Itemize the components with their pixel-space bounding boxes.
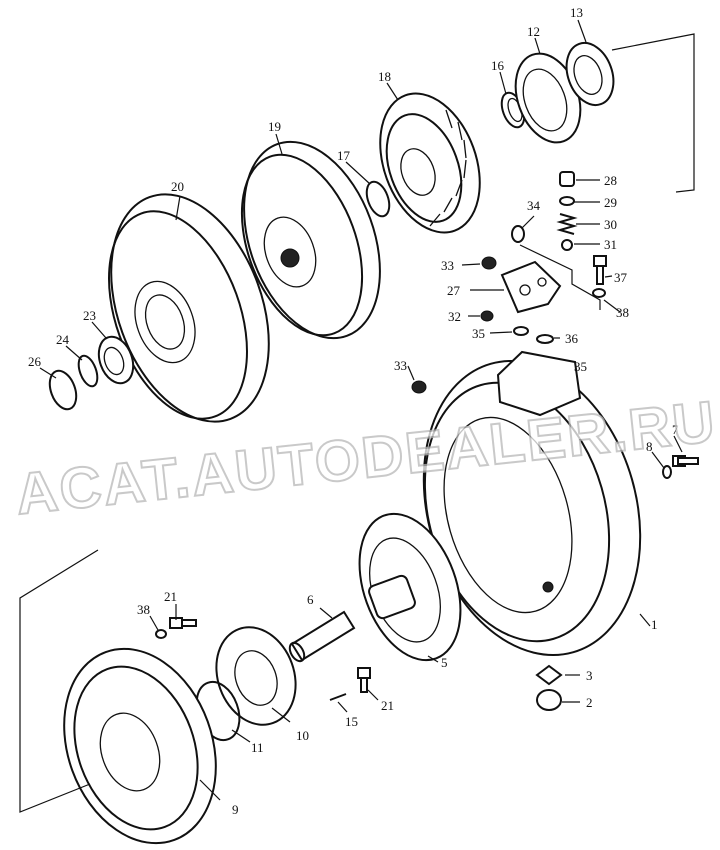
callout-2: 2: [586, 695, 593, 710]
callout-38: 38: [616, 305, 629, 320]
callout-23: 23: [83, 308, 96, 323]
callout-28: 28: [604, 173, 617, 188]
callout-17: 17: [337, 148, 351, 163]
part-26-ring[interactable]: [45, 367, 81, 413]
part-27-valve-body[interactable]: [500, 260, 562, 314]
part-28-plug[interactable]: [559, 171, 575, 187]
assembly-bracket-top: [611, 33, 695, 193]
part-23-bearing[interactable]: [93, 332, 139, 388]
callout-8: 8: [646, 439, 653, 454]
callout-35-lower: 35: [574, 359, 587, 374]
callout-6: 6: [307, 592, 314, 607]
part-20-disc[interactable]: [82, 172, 298, 443]
part-5-stator[interactable]: [341, 500, 479, 674]
callout-29: 29: [604, 195, 617, 210]
callout-31: 31: [604, 237, 617, 252]
callout-33-lower: 33: [394, 358, 407, 373]
callout-21-lower: 21: [381, 698, 394, 713]
part-6-sleeve[interactable]: [287, 610, 356, 664]
part-1-housing[interactable]: [391, 335, 674, 681]
callout-36: 36: [565, 331, 579, 346]
part-2-drain-plug[interactable]: [536, 689, 562, 711]
part-8-washer[interactable]: [662, 465, 672, 479]
callout-10: 10: [296, 728, 309, 743]
callout-3: 3: [586, 668, 593, 683]
part-10-flange[interactable]: [203, 616, 309, 736]
callout-24: 24: [56, 332, 70, 347]
callout-9: 9: [232, 802, 239, 817]
part-21-bolt-lower[interactable]: [357, 667, 371, 693]
part-19-turbine[interactable]: [219, 123, 405, 357]
part-21-bolt[interactable]: [169, 617, 197, 629]
callout-12: 12: [527, 24, 540, 39]
callout-11: 11: [251, 740, 264, 755]
callout-1: 1: [651, 617, 658, 632]
callout-35: 35: [472, 326, 485, 341]
part-38-washer[interactable]: [592, 288, 606, 298]
part-15-pin[interactable]: [329, 693, 347, 701]
part-36-oring[interactable]: [536, 334, 554, 344]
part-9-pump-wheel[interactable]: [38, 627, 242, 850]
callout-30: 30: [604, 217, 617, 232]
part-33-plug[interactable]: [481, 256, 497, 270]
part-3-washer[interactable]: [535, 664, 563, 686]
callout-20: 20: [171, 179, 184, 194]
part-37-bolt[interactable]: [593, 255, 607, 285]
part-30-spring[interactable]: [556, 213, 578, 235]
callout-32: 32: [448, 309, 461, 324]
part-7-bolt[interactable]: [672, 455, 699, 467]
callout-38-lower: 38: [137, 602, 150, 617]
part-35-oring[interactable]: [513, 326, 529, 336]
leader-lines: [39, 19, 683, 801]
callout-26: 26: [28, 354, 42, 369]
callout-34: 34: [527, 198, 541, 213]
callout-18: 18: [378, 69, 391, 84]
assembly-bracket-left: [19, 549, 99, 813]
part-18-impeller[interactable]: [362, 80, 498, 247]
part-24-ring[interactable]: [75, 353, 101, 389]
part-17-ring[interactable]: [362, 179, 393, 220]
part-33-plug-lower[interactable]: [411, 380, 427, 394]
callout-15: 15: [345, 714, 358, 729]
callout-19: 19: [268, 119, 281, 134]
callout-7: 7: [672, 422, 679, 437]
part-13-seal[interactable]: [558, 36, 621, 111]
part-32-nut[interactable]: [480, 310, 494, 322]
callout-21: 21: [164, 589, 177, 604]
callout-5: 5: [441, 655, 448, 670]
part-34-oring[interactable]: [511, 225, 525, 243]
callout-13: 13: [570, 5, 583, 20]
callout-33: 33: [441, 258, 454, 273]
callout-37: 37: [614, 270, 628, 285]
part-38-washer-lower[interactable]: [155, 629, 167, 639]
part-29-washer[interactable]: [559, 196, 575, 206]
part-31-ball[interactable]: [561, 239, 573, 251]
callout-27: 27: [447, 283, 461, 298]
callout-16: 16: [491, 58, 505, 73]
